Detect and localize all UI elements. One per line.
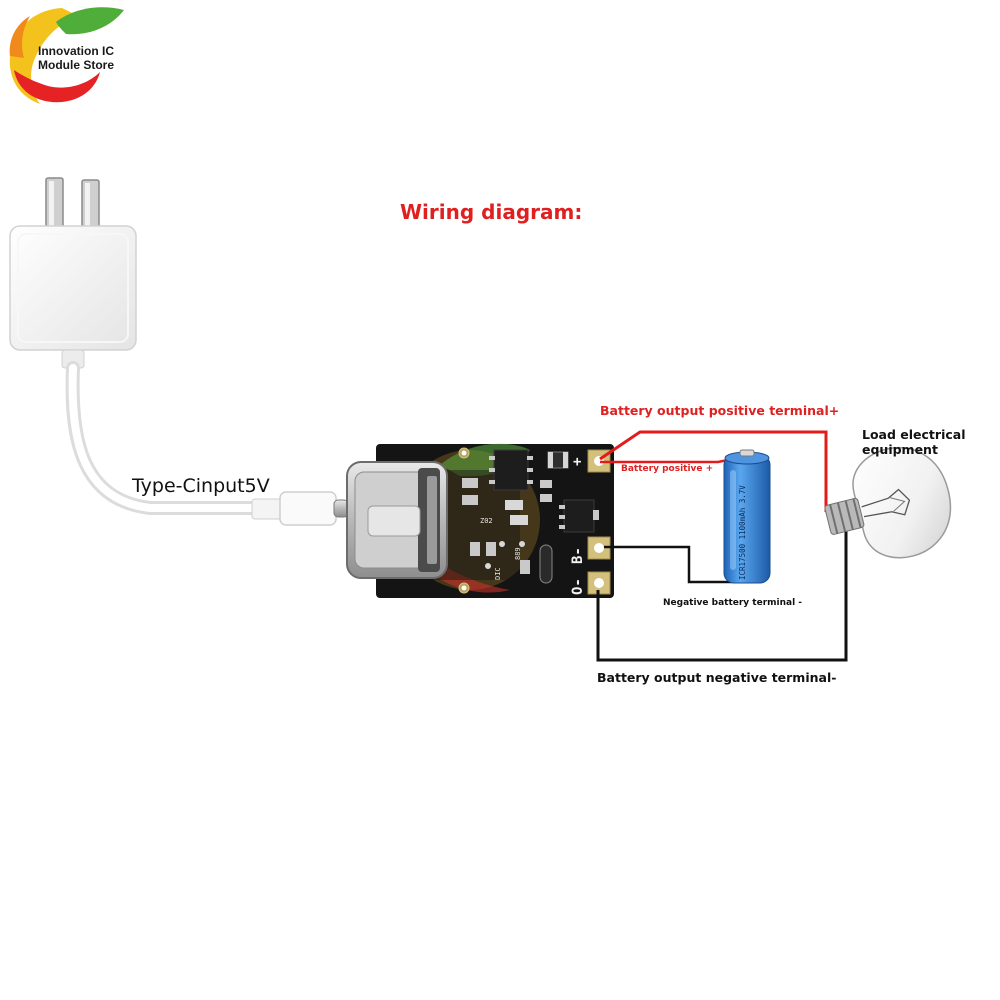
ic-chip xyxy=(493,449,529,491)
wire-output-negative xyxy=(596,522,848,662)
logo-text-line2: Module Store xyxy=(38,58,114,72)
label-load-line1: Load electrical xyxy=(862,427,966,442)
logo-leaf-red xyxy=(14,70,100,103)
logo-text-line1: Innovation IC xyxy=(38,44,114,58)
light-bulb-icon xyxy=(824,446,952,559)
label-battery-output-positive: Battery output positive terminal+ xyxy=(600,403,839,418)
charger-body xyxy=(9,225,137,351)
wire-battery-negative xyxy=(604,545,736,584)
logo-leaf-orange xyxy=(9,16,30,58)
usb-c-plug xyxy=(251,491,349,526)
label-negative-battery: Negative battery terminal - xyxy=(663,598,802,608)
wire-output-positive xyxy=(599,430,828,512)
label-battery-positive: Battery positive + xyxy=(621,464,713,474)
logo-leaf-green xyxy=(56,7,124,35)
silk-label: DIC xyxy=(494,567,502,580)
pin-label-b-minus: B- xyxy=(570,547,586,564)
silk-label: 889 xyxy=(514,547,522,560)
input-label: Type-Cinput5V xyxy=(131,475,270,497)
diagram-title: Wiring diagram: xyxy=(400,200,582,224)
pin-label-o-minus: O- xyxy=(570,578,586,595)
wire-battery-positive xyxy=(600,456,739,464)
label-battery-output-negative: Battery output negative terminal- xyxy=(597,670,836,685)
charger-module-board: Z02 DIC 889 + B- O- xyxy=(346,443,614,598)
pin-label-plus: + xyxy=(573,454,581,470)
battery-marking: ICR17500 1100mAh 3.7V xyxy=(738,485,747,580)
label-load-line2: equipment xyxy=(862,442,938,457)
battery-cell: ICR17500 1100mAh 3.7V xyxy=(723,449,771,584)
store-logo: Innovation IC Module Store xyxy=(9,7,124,104)
silk-label: Z02 xyxy=(480,517,493,525)
ic-chip xyxy=(563,499,595,533)
wall-charger xyxy=(9,177,137,369)
